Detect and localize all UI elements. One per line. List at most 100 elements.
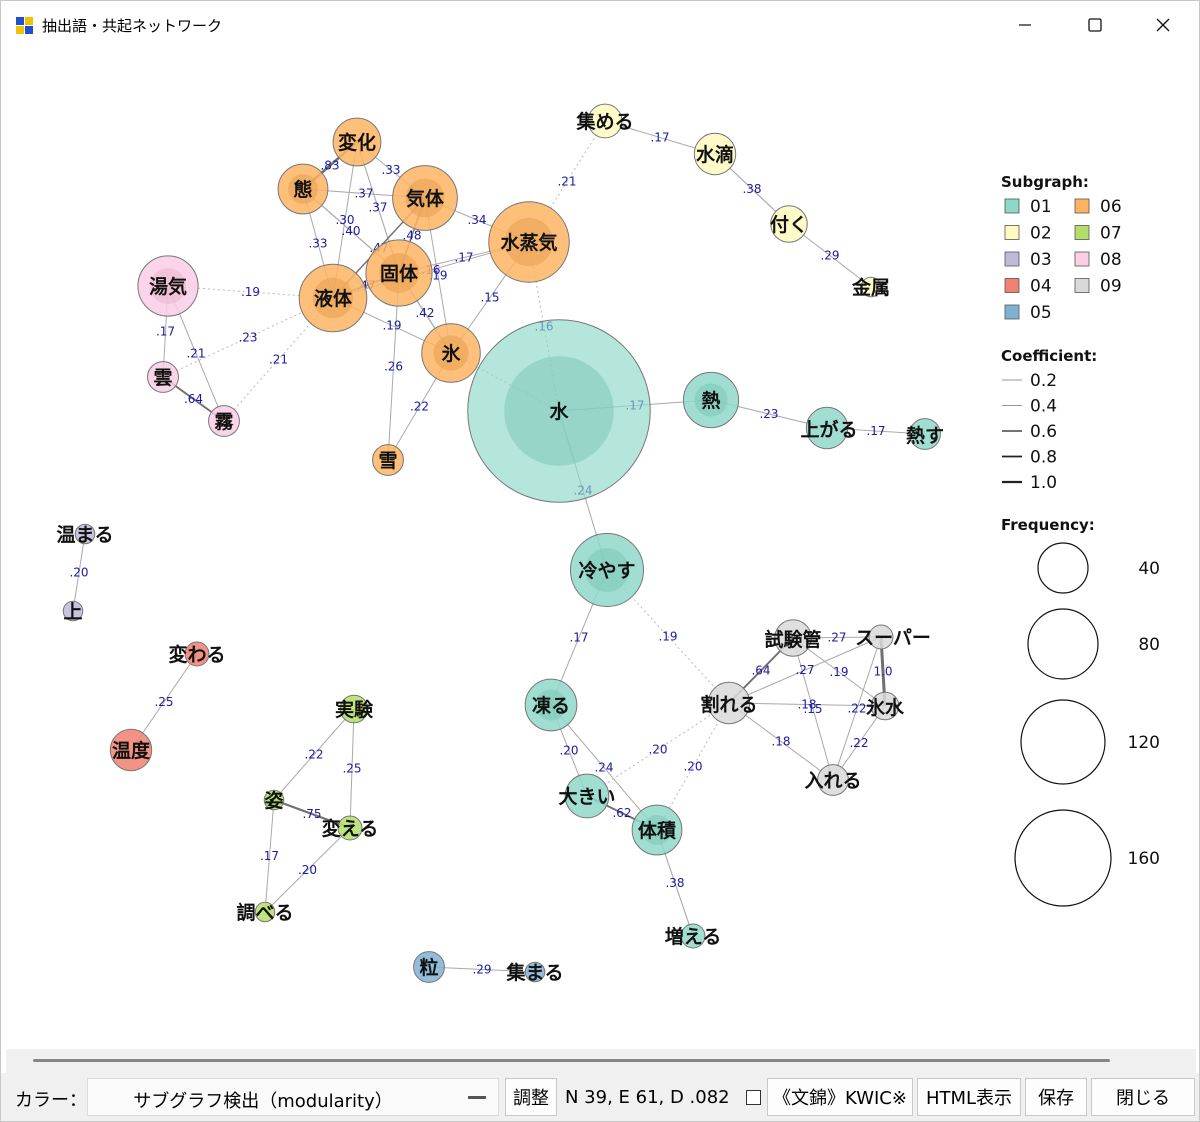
legend-swatch-02 — [1004, 225, 1020, 240]
save-button[interactable]: 保存 — [1025, 1078, 1087, 1116]
edge-label: .29 — [472, 963, 491, 977]
node-core-taiseki — [642, 815, 672, 845]
node-tsubu[interactable] — [413, 951, 445, 983]
edge-label: .15 — [803, 702, 822, 716]
node-henka[interactable] — [332, 117, 382, 167]
node-atsumeru[interactable] — [587, 103, 623, 139]
node-tsuku[interactable] — [770, 205, 808, 243]
edge-label: .29 — [820, 249, 839, 263]
node-label-jikken: 実験 — [335, 698, 374, 721]
edge-label: .18 — [771, 735, 790, 749]
node-label-sugata: 姿 — [264, 789, 283, 812]
edge-sugata-kaeru — [273, 798, 351, 830]
html-view-button[interactable]: HTML表示 — [917, 1078, 1021, 1116]
node-label-mizu: 水 — [549, 401, 569, 423]
node-core-kooru — [535, 689, 567, 721]
node-kiri[interactable] — [208, 405, 240, 437]
edge-label: .17 — [156, 325, 175, 339]
edge-kaeru-shiraberu — [264, 827, 351, 913]
legend-swatch-05 — [1004, 304, 1020, 320]
node-label-koori: 氷 — [441, 343, 461, 365]
node-core-hiyasu — [585, 548, 629, 592]
edge-jikken-kaeru — [349, 708, 355, 829]
node-sugata[interactable] — [263, 789, 285, 811]
edge-label: .33 — [308, 237, 327, 251]
node-jikken[interactable] — [339, 694, 369, 724]
node-ireru[interactable] — [817, 764, 849, 796]
node-label-tsuku: 付く — [770, 213, 808, 236]
minimize-button[interactable] — [991, 1, 1059, 49]
legend-subgraph-label: 04 — [1030, 277, 1052, 297]
edge-label: .19 — [241, 285, 260, 299]
app-icon — [16, 17, 33, 34]
node-suiteki[interactable] — [693, 132, 737, 176]
node-label-atatamaru: 温まる — [56, 524, 113, 546]
node-label-ekitai: 液体 — [314, 287, 353, 310]
node-atsumaru[interactable] — [524, 961, 546, 983]
edge-label: .22 — [847, 702, 866, 716]
node-core-ekitai — [312, 277, 354, 319]
node-ookii[interactable] — [564, 773, 610, 819]
node-label-kiri: 霧 — [213, 411, 234, 433]
close-button[interactable]: 閉じる — [1091, 1078, 1195, 1116]
horizontal-scrollbar[interactable] — [33, 1059, 1110, 1062]
legend-subgraph-label: 05 — [1030, 303, 1052, 323]
node-kumo[interactable] — [147, 361, 179, 393]
node-label-hiyasu: 冷やす — [578, 559, 635, 582]
legend-frequency-circle — [1014, 809, 1112, 907]
edge-label: .17 — [260, 849, 279, 863]
node-label-ookii: 大きい — [558, 785, 615, 808]
node-core-netsu — [694, 383, 728, 417]
edge-label: .22 — [304, 748, 323, 762]
legend-subgraph-label: 03 — [1030, 250, 1052, 270]
node-core-koori — [433, 335, 469, 371]
node-shiraberu[interactable] — [254, 901, 276, 923]
node-ue[interactable] — [62, 600, 84, 622]
edge-label: .18 — [797, 698, 816, 712]
legend-frequency-circle — [1037, 542, 1089, 594]
edge-suijouki-atsumeru — [528, 120, 606, 243]
edge-label: .33 — [381, 163, 400, 177]
node-ondo[interactable] — [109, 728, 153, 772]
node-kawaru[interactable] — [184, 641, 210, 667]
legend-coefficient-label: 0.8 — [1030, 448, 1057, 468]
adjust-button[interactable]: 調整 — [505, 1078, 557, 1116]
edge-label: .19 — [382, 319, 401, 333]
node-agaru[interactable] — [805, 406, 849, 450]
node-shikenkan[interactable] — [774, 619, 812, 657]
close-window-button[interactable] — [1129, 1, 1197, 49]
edge-wareru-ireru — [728, 702, 834, 781]
edge-label: .22 — [849, 736, 868, 750]
node-label-yuki: 雪 — [378, 450, 397, 472]
node-label-ue: 上 — [63, 601, 82, 623]
node-wareru[interactable] — [707, 681, 751, 725]
node-label-super: スーパー — [855, 627, 931, 649]
node-atatamaru[interactable] — [74, 523, 96, 545]
kwic-button[interactable]: 《文錦》KWIC※ — [767, 1078, 913, 1116]
edge-label: .64 — [184, 392, 203, 406]
node-kaeru[interactable] — [337, 815, 363, 841]
legend-coefficient-label: 0.2 — [1030, 371, 1057, 391]
legend-subgraph-label: 08 — [1100, 250, 1122, 270]
node-kinzoku[interactable] — [860, 276, 882, 298]
legend-subgraph-label: 01 — [1030, 197, 1052, 217]
network-canvas: .17.23.17.24.17.19.20.24.62.38.20.20.16.… — [6, 49, 1196, 1049]
node-nessu[interactable] — [909, 418, 941, 450]
edge-label: .22 — [410, 400, 429, 414]
node-label-ondo: 温度 — [112, 739, 151, 762]
co-occurrence-network: .17.23.17.24.17.19.20.24.62.38.20.20.16.… — [56, 103, 1160, 984]
edge-label: .48 — [402, 229, 421, 243]
edge-label: .21 — [269, 353, 288, 367]
maximize-button[interactable] — [1061, 1, 1129, 49]
color-mode-select[interactable]: サブグラフ検出（modularity） — [87, 1078, 499, 1116]
node-fueru[interactable] — [680, 923, 706, 949]
edge-shikenkan-koorimizu — [792, 637, 886, 707]
stats-checkbox[interactable] — [746, 1090, 761, 1105]
node-super[interactable] — [868, 624, 894, 650]
node-label-atsumeru: 集める — [575, 110, 633, 133]
node-koorimizu[interactable] — [870, 691, 900, 721]
edge-label: 1.0 — [873, 665, 892, 679]
node-yuki[interactable] — [372, 444, 404, 476]
legend-frequency-circle — [1027, 608, 1099, 680]
